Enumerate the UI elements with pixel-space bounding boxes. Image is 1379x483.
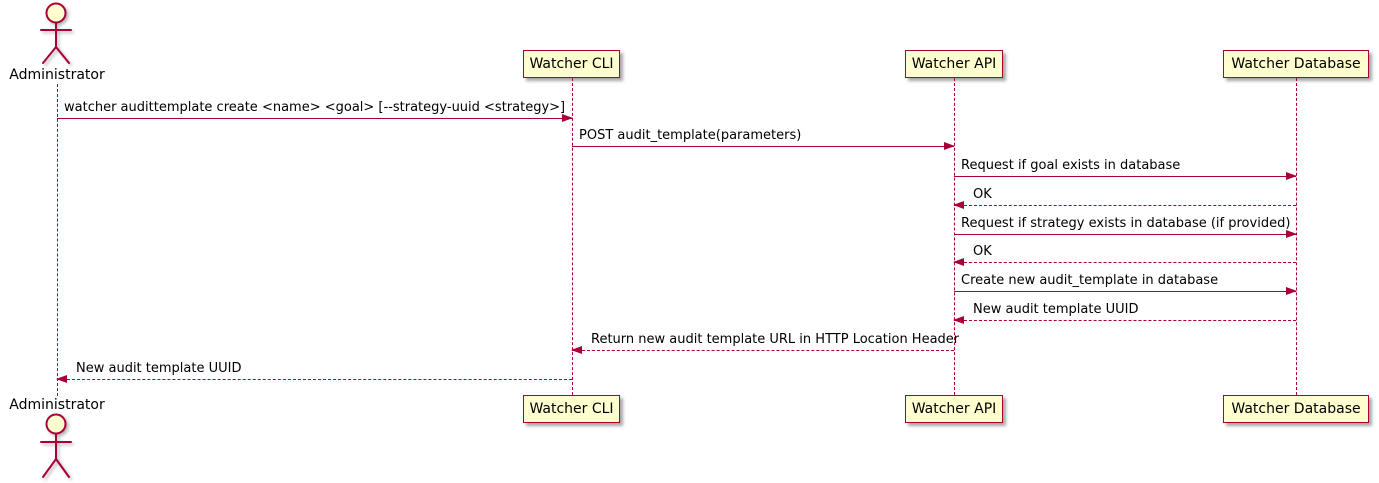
message-label: POST audit_template(parameters) (579, 128, 802, 143)
arrowhead-icon (1286, 229, 1297, 238)
message-label: Request if strategy exists in database (… (961, 216, 1291, 231)
arrowhead-icon (953, 257, 964, 266)
arrowhead-icon (571, 345, 582, 354)
participant-watcher-cli-top: Watcher CLI (523, 50, 620, 78)
message-line (57, 118, 572, 119)
stick-figure-actor-icon-bottom (40, 413, 72, 478)
message-label: OK (973, 187, 992, 202)
message-line (954, 291, 1296, 292)
message-label: Request if goal exists in database (961, 158, 1181, 173)
lifeline-administrator (57, 84, 58, 396)
message-line (954, 234, 1296, 235)
message-line (57, 379, 572, 380)
participant-watcher-database-bottom: Watcher Database (1223, 395, 1369, 423)
message-line (954, 262, 1296, 263)
message-line (572, 146, 954, 147)
stick-figure-actor-icon-top (40, 2, 72, 64)
message-line (572, 350, 954, 351)
lifeline-watcher-api (954, 78, 955, 395)
actor-label-administrator-top: Administrator (9, 67, 105, 83)
arrowhead-icon (1286, 286, 1297, 295)
message-line (954, 320, 1296, 321)
arrowhead-icon (953, 315, 964, 324)
arrowhead-icon (953, 200, 964, 209)
arrowhead-icon (1286, 171, 1297, 180)
participant-watcher-database-top: Watcher Database (1223, 50, 1369, 78)
message-label: New audit template UUID (973, 302, 1139, 317)
participant-watcher-cli-bottom: Watcher CLI (523, 395, 620, 423)
participant-watcher-api-bottom: Watcher API (905, 395, 1003, 423)
arrowhead-icon (562, 113, 573, 122)
message-label: watcher audittemplate create <name> <goa… (64, 100, 566, 115)
arrowhead-icon (56, 374, 67, 383)
arrowhead-icon (944, 141, 955, 150)
message-label: Return new audit template URL in HTTP Lo… (591, 332, 960, 347)
message-label: Create new audit_template in database (961, 273, 1219, 288)
participant-watcher-api-top: Watcher API (905, 50, 1003, 78)
message-line (954, 176, 1296, 177)
message-label: New audit template UUID (76, 361, 242, 376)
message-label: OK (973, 244, 992, 259)
lifeline-watcher-cli (572, 78, 573, 395)
actor-label-administrator-bottom: Administrator (9, 397, 105, 413)
message-line (954, 205, 1296, 206)
